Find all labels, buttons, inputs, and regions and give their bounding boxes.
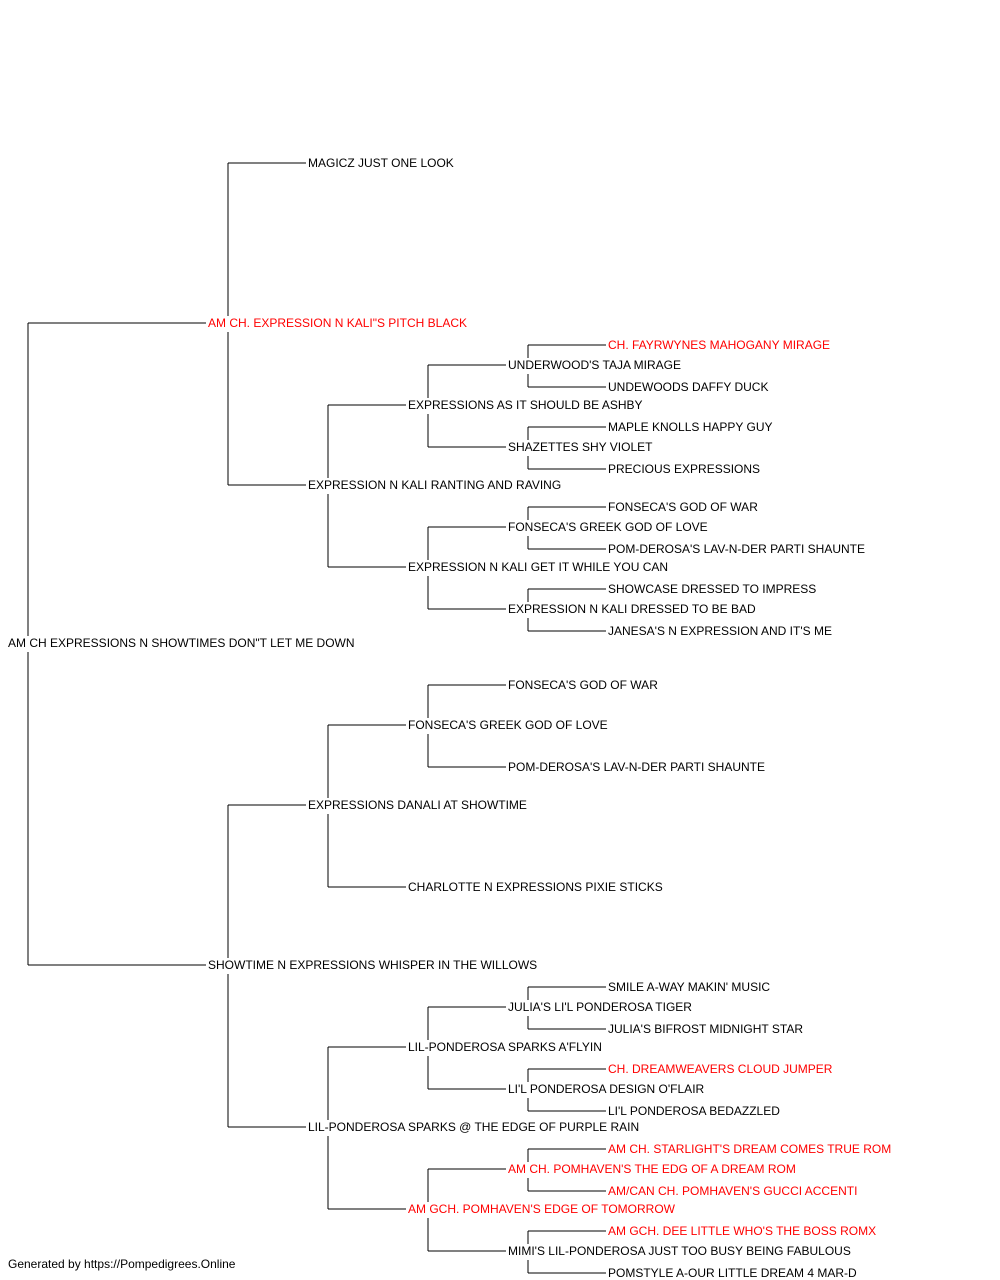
dam-name: POM-DEROSA'S LAV-N-DER PARTI SHAUNTE — [607, 542, 866, 556]
sire-name: EXPRESSIONS DANALI AT SHOWTIME — [307, 798, 528, 812]
sire-name: FONSECA'S GOD OF WAR — [607, 500, 759, 514]
subject-dog-name: AM CH EXPRESSIONS N SHOWTIMES DON"T LET … — [7, 636, 356, 650]
sire-name: CH. DREAMWEAVERS CLOUD JUMPER — [607, 1062, 834, 1076]
dam-name: PRECIOUS EXPRESSIONS — [607, 462, 762, 476]
sire-name: AM CH. EXPRESSION N KALI"S PITCH BLACK — [207, 316, 468, 330]
dam-name: EXPRESSION N KALI GET IT WHILE YOU CAN — [407, 560, 670, 574]
sire-name: FONSECA'S GREEK GOD OF LOVE — [407, 718, 609, 732]
dam-name: JULIA'S BIFROST MIDNIGHT STAR — [607, 1022, 804, 1036]
dam-name: POM-DEROSA'S LAV-N-DER PARTI SHAUNTE — [507, 760, 766, 774]
dam-name: LI'L PONDEROSA BEDAZZLED — [607, 1104, 781, 1118]
dam-name: JANESA'S N EXPRESSION AND IT'S ME — [607, 624, 833, 638]
dam-name: LI'L PONDEROSA DESIGN O'FLAIR — [507, 1082, 706, 1096]
dam-name: SHOWTIME N EXPRESSIONS WHISPER IN THE WI… — [207, 958, 539, 972]
sire-name: MAGICZ JUST ONE LOOK — [307, 156, 455, 170]
sire-name: CH. FAYRWYNES MAHOGANY MIRAGE — [607, 338, 832, 352]
sire-name: EXPRESSIONS AS IT SHOULD BE ASHBY — [407, 398, 644, 412]
dam-name: SHAZETTES SHY VIOLET — [507, 440, 654, 454]
dam-name: EXPRESSION N KALI RANTING AND RAVING — [307, 478, 563, 492]
sire-name: AM CH. STARLIGHT'S DREAM COMES TRUE ROM — [607, 1142, 893, 1156]
sire-name: AM GCH. DEE LITTLE WHO'S THE BOSS ROMX — [607, 1224, 878, 1238]
generator-credit: Generated by https://Pompedigrees.Online — [8, 1257, 236, 1271]
dam-name: MIMI'S LIL-PONDEROSA JUST TOO BUSY BEING… — [507, 1244, 852, 1258]
sire-name: MAPLE KNOLLS HAPPY GUY — [607, 420, 774, 434]
sire-name: LIL-PONDEROSA SPARKS A'FLYIN — [407, 1040, 603, 1054]
sire-name: FONSECA'S GOD OF WAR — [507, 678, 659, 692]
dam-name: CHARLOTTE N EXPRESSIONS PIXIE STICKS — [407, 880, 664, 894]
dam-name: POMSTYLE A-OUR LITTLE DREAM 4 MAR-D — [607, 1266, 858, 1280]
sire-name: SHOWCASE DRESSED TO IMPRESS — [607, 582, 818, 596]
dam-name: AM GCH. POMHAVEN'S EDGE OF TOMORROW — [407, 1202, 676, 1216]
dam-name: UNDEWOODS DAFFY DUCK — [607, 380, 770, 394]
sire-name: FONSECA'S GREEK GOD OF LOVE — [507, 520, 709, 534]
sire-name: SMILE A-WAY MAKIN' MUSIC — [607, 980, 772, 994]
sire-name: JULIA'S LI'L PONDEROSA TIGER — [507, 1000, 693, 1014]
sire-name: UNDERWOOD'S TAJA MIRAGE — [507, 358, 682, 372]
dam-name: AM/CAN CH. POMHAVEN'S GUCCI ACCENTI — [607, 1184, 859, 1198]
dam-name: EXPRESSION N KALI DRESSED TO BE BAD — [507, 602, 757, 616]
dam-name: LIL-PONDEROSA SPARKS @ THE EDGE OF PURPL… — [307, 1120, 641, 1134]
sire-name: AM CH. POMHAVEN'S THE EDG OF A DREAM ROM — [507, 1162, 797, 1176]
